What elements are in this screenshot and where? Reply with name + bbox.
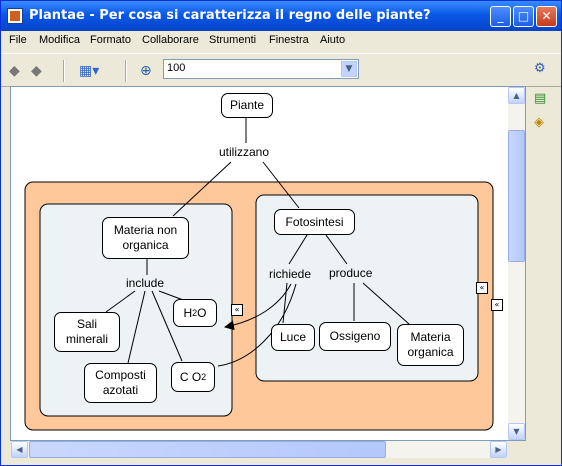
collapse-left-group-icon[interactable]: «: [231, 304, 243, 316]
scroll-left-button[interactable]: ◀: [11, 441, 28, 458]
collapse-right-group-icon[interactable]: «: [476, 282, 488, 294]
menu-collaborare[interactable]: Collaborare: [142, 34, 199, 46]
concept-map-canvas[interactable]: Piante utilizzano Materia non organica i…: [10, 86, 526, 441]
connections: [105, 118, 410, 367]
collapse-outer-group-icon[interactable]: «: [491, 299, 503, 311]
link-include[interactable]: include: [126, 276, 165, 290]
window-title: Plantae - Per cosa si caratterizza il re…: [29, 8, 431, 23]
link-produce[interactable]: produce: [329, 266, 373, 280]
node-sali-minerali[interactable]: Sali minerali: [54, 312, 120, 352]
chevron-down-icon[interactable]: ▼: [341, 61, 357, 77]
link-richiede[interactable]: richiede: [269, 267, 312, 281]
menu-modifica[interactable]: Modifica: [39, 34, 80, 46]
forward-arrow-icon[interactable]: ◆: [31, 63, 42, 79]
vertical-scrollbar[interactable]: ▲ ▼: [508, 87, 525, 440]
horizontal-scrollbar[interactable]: ◀ ▶: [11, 441, 507, 458]
toolbar-separator: [63, 60, 65, 82]
node-piante[interactable]: Piante: [221, 93, 273, 118]
horizontal-scroll-thumb[interactable]: [29, 441, 386, 458]
menu-aiuto[interactable]: Aiuto: [320, 34, 346, 46]
node-fotosintesi[interactable]: Fotosintesi: [274, 209, 355, 235]
scroll-right-button[interactable]: ▶: [490, 441, 507, 458]
menu-file[interactable]: File: [9, 34, 27, 46]
back-arrow-icon[interactable]: ◆: [9, 63, 20, 79]
cmap-icon: [7, 8, 23, 24]
node-luce[interactable]: Luce: [271, 324, 315, 351]
scroll-down-button[interactable]: ▼: [508, 423, 525, 440]
menu-finestra[interactable]: Finestra: [269, 34, 309, 46]
zoom-select[interactable]: 100 ▼: [163, 59, 359, 79]
zoom-icon[interactable]: ⊕: [140, 63, 152, 79]
style-icon[interactable]: ⚙: [534, 61, 546, 76]
minimize-button[interactable]: _: [490, 6, 511, 27]
view-icon[interactable]: ▦▾: [79, 63, 100, 79]
node-composti-azotati[interactable]: Composti azotati: [84, 363, 157, 403]
zoom-value: 100: [167, 62, 186, 74]
maximize-button[interactable]: □: [513, 6, 534, 27]
list-icon[interactable]: ▤: [534, 91, 547, 106]
node-materia-non-organica[interactable]: Materia non organica: [102, 217, 189, 259]
node-ossigeno[interactable]: Ossigeno: [319, 322, 391, 351]
vertical-scroll-thumb[interactable]: [508, 130, 525, 262]
collab-icon[interactable]: ◈: [534, 115, 544, 130]
menu-strumenti[interactable]: Strumenti: [209, 34, 257, 46]
node-materia-organica[interactable]: Materia organica: [397, 324, 464, 366]
link-utilizzano[interactable]: utilizzano: [219, 145, 270, 159]
menu-formato[interactable]: Formato: [90, 34, 131, 46]
scroll-up-button[interactable]: ▲: [508, 87, 525, 104]
menu-bar: File Modifica Formato Collaborare Strume…: [1, 31, 561, 51]
close-button[interactable]: ✕: [536, 6, 557, 27]
title-bar[interactable]: Plantae - Per cosa si caratterizza il re…: [1, 1, 561, 31]
toolbar-separator: [125, 60, 127, 82]
